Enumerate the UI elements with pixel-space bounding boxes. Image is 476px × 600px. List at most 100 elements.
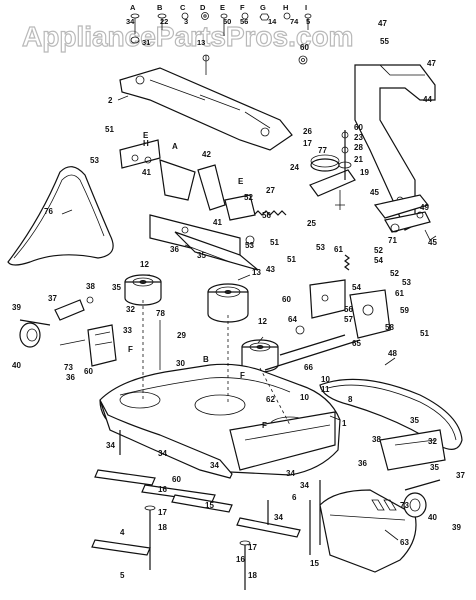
callout-label: 28 <box>354 143 363 152</box>
main-drive-belt <box>319 378 463 450</box>
callout-label: 76 <box>44 207 53 216</box>
callout-label: 34 <box>274 513 283 522</box>
callout-label: 53 <box>402 278 411 287</box>
callout-label: 47 <box>427 59 436 68</box>
callout-label: 54 <box>352 283 361 292</box>
callout-label: 77 <box>318 146 327 155</box>
belt-upper <box>7 166 114 266</box>
callout-label: 45 <box>370 188 379 197</box>
callout-label: 34 <box>106 441 115 450</box>
callout-label: 34 <box>286 469 295 478</box>
callout-label: 35 <box>410 416 419 425</box>
callout-label: 8 <box>348 395 353 404</box>
callout-label: 60 <box>354 123 363 132</box>
hardware-number: 34 <box>126 17 135 26</box>
blade-bolts <box>119 430 321 590</box>
callout-label: 15 <box>310 559 319 568</box>
hardware-letter: G <box>260 3 266 12</box>
hardware-header: A B C D E F G H I 34 22 3 50 56 14 74 5 … <box>126 3 312 65</box>
callout-label: 64 <box>288 315 297 324</box>
callout-label: 34 <box>210 461 219 470</box>
callout-label: 19 <box>360 168 369 177</box>
callout-label: 23 <box>354 133 363 142</box>
callout-label: 36 <box>358 459 367 468</box>
callout-label: 17 <box>158 508 167 517</box>
callout-label: 35 <box>197 251 206 260</box>
callout-label: 73 <box>400 501 409 510</box>
callout-label: 33 <box>123 326 132 335</box>
callout-label: 42 <box>202 150 211 159</box>
callout-label: 39 <box>12 303 21 312</box>
leader-lines <box>61 95 399 541</box>
callout-label: 26 <box>303 127 312 136</box>
callout-label: 59 <box>400 306 409 315</box>
callout-label: 57 <box>344 315 353 324</box>
hardware-letter: B <box>157 3 163 12</box>
callout-label: 41 <box>142 168 151 177</box>
right-bracket-assembly <box>309 254 391 339</box>
callout-label: 11 <box>321 385 330 394</box>
callout-label: 29 <box>177 331 186 340</box>
callout-label: 60 <box>172 475 181 484</box>
callout-label: 60 <box>300 43 309 52</box>
callout-label: 18 <box>248 571 257 580</box>
callout-label: 36 <box>66 373 75 382</box>
spindle-shafts <box>142 300 291 426</box>
callout-label: 34 <box>158 449 167 458</box>
left-spindle-pulley <box>124 274 162 306</box>
callout-label: 21 <box>354 155 363 164</box>
callout-label: 54 <box>374 256 383 265</box>
callout-label: H <box>143 139 149 148</box>
callout-label: 41 <box>213 218 222 227</box>
hardware-letter: H <box>283 3 288 12</box>
callout-label: 38 <box>86 282 95 291</box>
callout-label: 6 <box>292 493 297 502</box>
callout-label: F <box>262 421 267 430</box>
left-bracket-assembly <box>119 139 256 245</box>
callout-label: 51 <box>420 329 429 338</box>
callout-label: 18 <box>158 523 167 532</box>
callout-label: 16 <box>236 555 245 564</box>
callout-label: 35 <box>112 283 121 292</box>
cutting-blades <box>91 469 301 556</box>
callout-label: 2 <box>108 96 113 105</box>
callout-label: A <box>172 142 178 151</box>
callout-label: 32 <box>428 437 437 446</box>
callout-label: 65 <box>352 339 361 348</box>
callout-label: 62 <box>266 395 275 404</box>
baffle-plate <box>149 214 259 271</box>
hardware-letter: A <box>130 3 136 12</box>
callout-label: 51 <box>287 255 296 264</box>
callout-label: 17 <box>248 543 257 552</box>
mower-deck-shell <box>99 363 341 479</box>
callout-label: 37 <box>48 294 57 303</box>
callout-label: 63 <box>400 538 409 547</box>
callout-label: 40 <box>428 513 437 522</box>
callout-label: 10 <box>321 375 330 384</box>
callout-label: 25 <box>307 219 316 228</box>
left-gauge-wheel <box>19 296 94 348</box>
callout-label: 52 <box>374 246 383 255</box>
idler-arm-assembly <box>309 130 356 210</box>
callout-label: 24 <box>290 163 299 172</box>
hardware-number: 50 <box>223 17 231 26</box>
callout-label: 5 <box>120 571 125 580</box>
callout-label: 12 <box>258 317 267 326</box>
callout-label: 61 <box>334 245 343 254</box>
callout-label: 49 <box>420 203 429 212</box>
callout-label: 12 <box>140 260 149 269</box>
callout-label: 52 <box>390 269 399 278</box>
hardware-number: 14 <box>268 17 277 26</box>
callout-label: F <box>240 371 245 380</box>
callout-label: 45 <box>428 238 437 247</box>
callout-label: 4 <box>120 528 125 537</box>
callout-label: 48 <box>388 349 397 358</box>
callout-label: 34 <box>300 481 309 490</box>
hardware-number: 13 <box>197 38 205 47</box>
callout-label: 37 <box>456 471 465 480</box>
callout-label: 35 <box>430 463 439 472</box>
callout-label: 56 <box>344 305 353 314</box>
hardware-letter: I <box>305 3 307 12</box>
